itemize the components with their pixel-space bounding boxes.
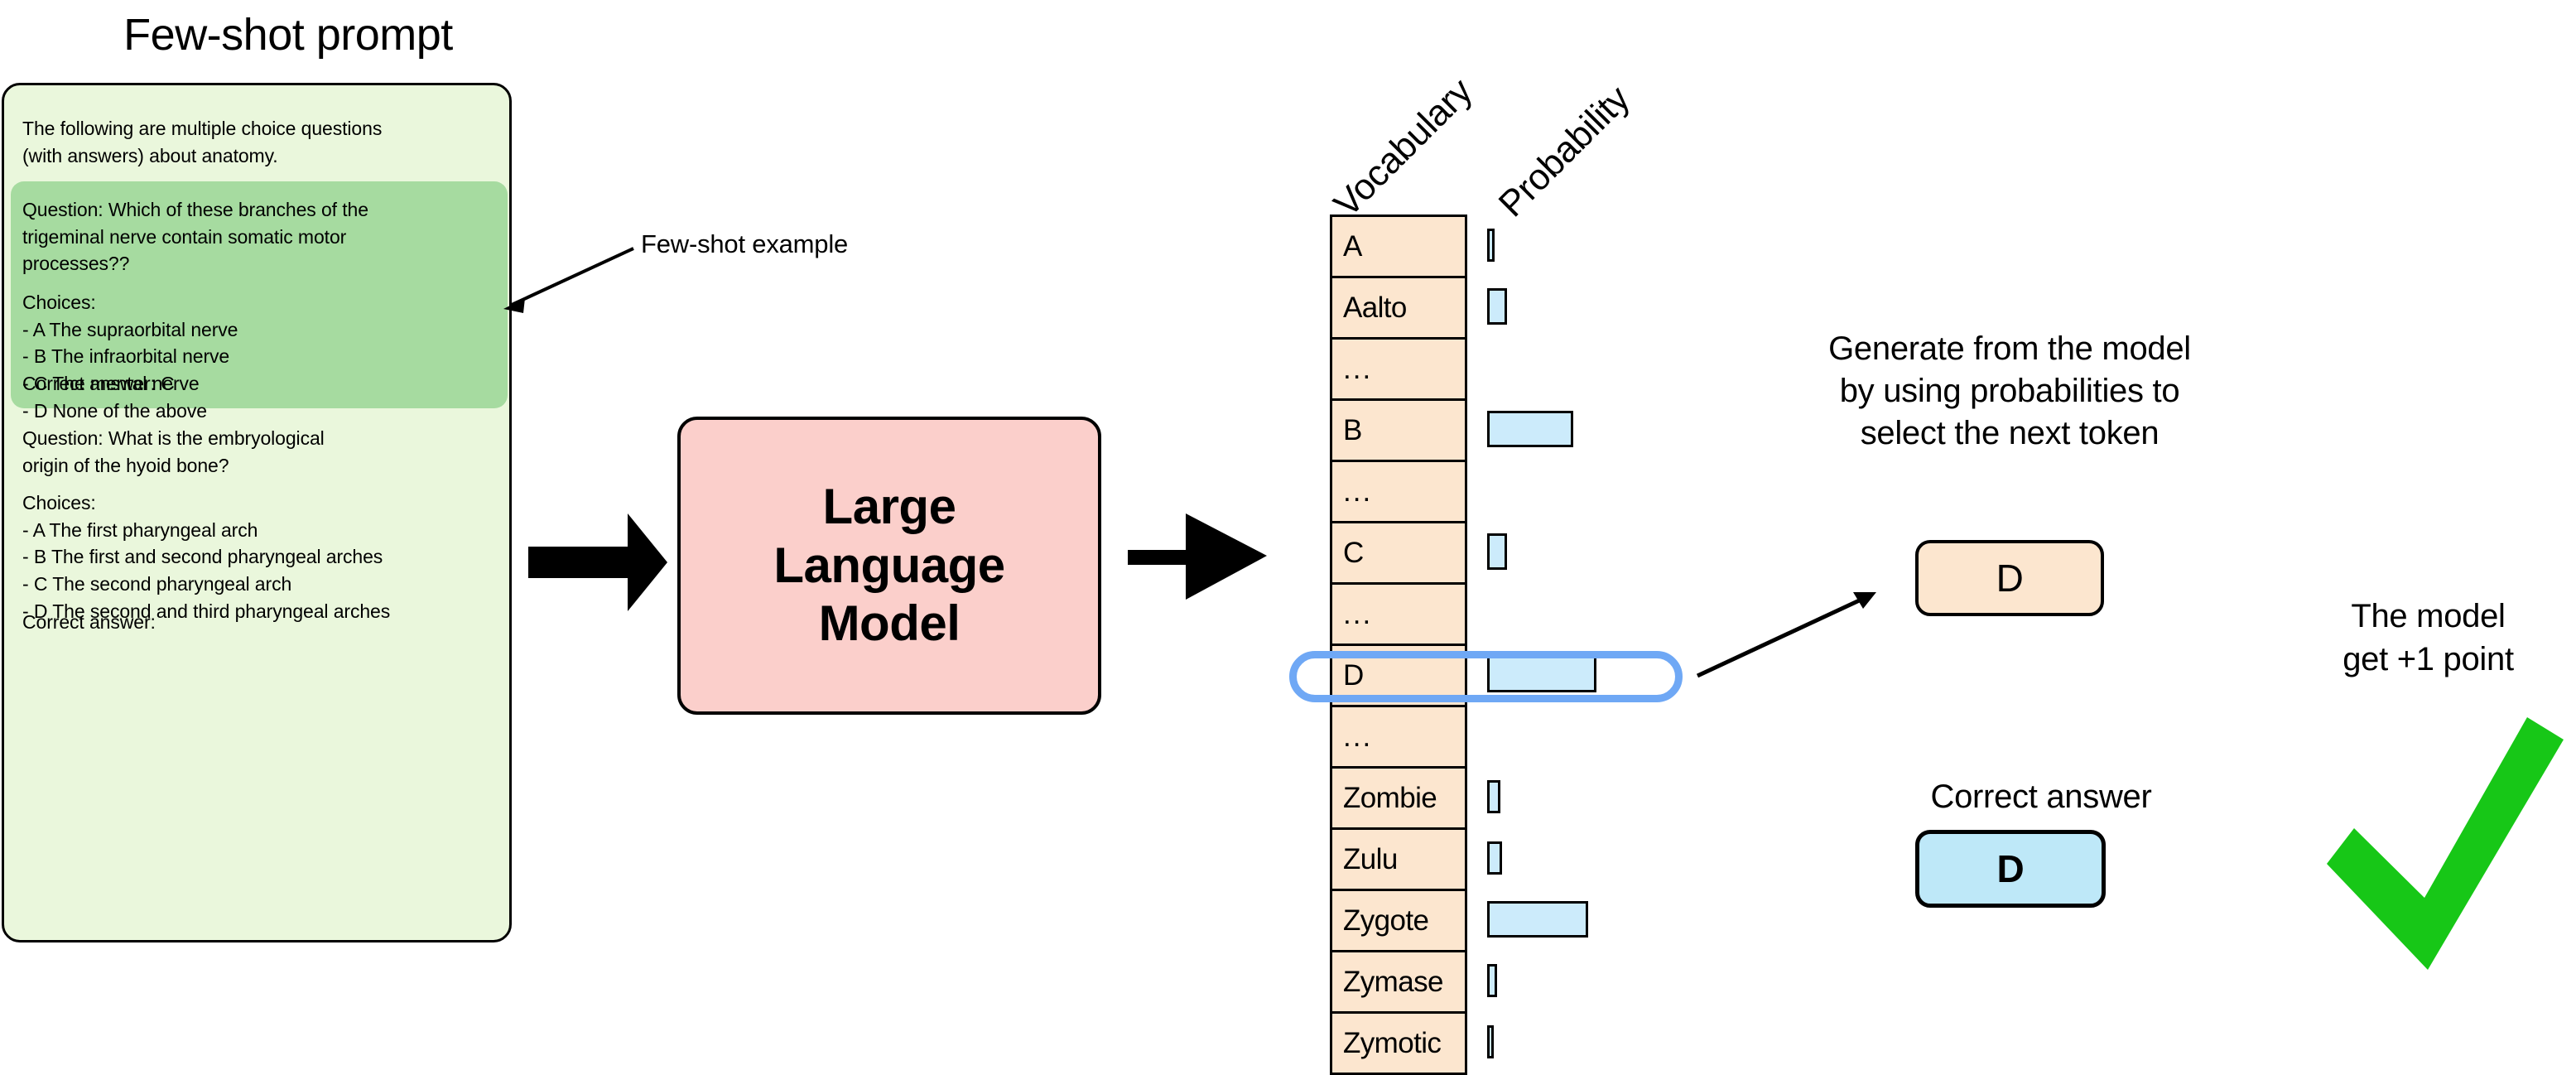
vocab-row-zulu[interactable]: Zulu [1332, 830, 1465, 891]
probability-bar [1487, 901, 1588, 938]
probability-slot [1487, 889, 1835, 950]
vocab-token-label: C [1343, 536, 1364, 569]
vocab-token-label: Zombie [1343, 781, 1437, 814]
example-correct-answer-text: Correct answer: C [22, 373, 175, 394]
probability-bar [1487, 964, 1497, 997]
vocab-token-label: D [1343, 658, 1364, 692]
probability-column-header: Probability [1490, 78, 1638, 225]
probability-slot [1487, 460, 1835, 521]
vocab-token-label: ... [1343, 597, 1373, 630]
generated-token-box: D [1915, 540, 2104, 616]
prompt-intro-text: The following are multiple choice questi… [22, 118, 383, 166]
few-shot-example-block: Question: Which of these branches of the… [11, 181, 508, 422]
vocab-token-label: ... [1343, 475, 1373, 508]
vocab-token-label: B [1343, 413, 1362, 446]
probability-slot [1487, 398, 1835, 460]
example-choices-text: Choices: - A The supraorbital nerve - B … [22, 292, 238, 422]
probability-bar [1487, 533, 1507, 570]
target-correct-answer-text: Correct answer: [22, 611, 156, 633]
large-language-model-box: Large Language Model [677, 417, 1101, 715]
vocab-token-label: Zymase [1343, 965, 1443, 998]
probability-slot [1487, 827, 1835, 889]
probability-bar-column [1487, 215, 1835, 1073]
target-choices-text: Choices: - A The first pharyngeal arch -… [22, 492, 391, 622]
few-shot-prompt-card: The following are multiple choice questi… [2, 83, 512, 942]
vocab-row-a[interactable]: A [1332, 217, 1465, 278]
probability-bar [1487, 841, 1502, 875]
target-question-text: Question: What is the embryological orig… [22, 427, 325, 476]
correct-answer-label: Correct answer [1930, 779, 2152, 815]
probability-slot [1487, 705, 1835, 766]
green-check-icon [2327, 717, 2564, 970]
vocab-token-label: ... [1343, 720, 1373, 753]
probability-slot [1487, 582, 1835, 644]
vocab-row-ellipsis-4[interactable]: ... [1332, 462, 1465, 523]
vocabulary-column-header: Vocabulary [1326, 70, 1481, 225]
page-title: Few-shot prompt [123, 10, 453, 60]
arrow-fewshot-callout [503, 247, 634, 313]
vocab-row-zymase[interactable]: Zymase [1332, 952, 1465, 1014]
vocab-row-ellipsis-6[interactable]: ... [1332, 585, 1465, 646]
vocab-row-ellipsis-2[interactable]: ... [1332, 340, 1465, 401]
vocab-row-zymotic[interactable]: Zymotic [1332, 1014, 1465, 1075]
probability-slot [1487, 521, 1835, 582]
vocab-token-label: Zulu [1343, 842, 1398, 875]
probability-slot [1487, 950, 1835, 1011]
selected-token-highlight-ring [1289, 651, 1683, 702]
vocab-token-label: ... [1343, 352, 1373, 385]
few-shot-example-callout-label: Few-shot example [641, 229, 849, 258]
vocab-row-b[interactable]: B [1332, 401, 1465, 462]
probability-bar [1487, 288, 1507, 325]
vocab-row-zygote[interactable]: Zygote [1332, 891, 1465, 952]
probability-bar [1487, 1025, 1494, 1058]
probability-slot [1487, 276, 1835, 337]
correct-answer-box: D [1915, 830, 2106, 908]
vocab-token-label: Zygote [1343, 904, 1429, 937]
probability-bar [1487, 229, 1495, 262]
probability-slot [1487, 1011, 1835, 1073]
arrow-prompt-to-model [528, 513, 667, 611]
vocab-row-aalto[interactable]: Aalto [1332, 278, 1465, 340]
probability-bar [1487, 780, 1500, 813]
probability-slot [1487, 215, 1835, 276]
score-caption: The model get +1 point [2342, 598, 2514, 677]
vocab-row-c[interactable]: C [1332, 523, 1465, 585]
llm-box-label: Large Language Model [773, 478, 1005, 652]
vocab-row-ellipsis-8[interactable]: ... [1332, 707, 1465, 769]
example-question-text: Question: Which of these branches of the… [22, 199, 368, 275]
vocab-row-zombie[interactable]: Zombie [1332, 769, 1465, 830]
probability-bar [1487, 411, 1573, 447]
probability-slot [1487, 766, 1835, 827]
generate-instruction-caption: Generate from the model by using probabi… [1828, 330, 2191, 452]
vocab-token-label: Zymotic [1343, 1026, 1442, 1059]
vocab-token-label: A [1343, 229, 1362, 263]
vocab-token-label: Aalto [1343, 291, 1407, 324]
arrow-model-to-vocabulary [1128, 513, 1267, 600]
